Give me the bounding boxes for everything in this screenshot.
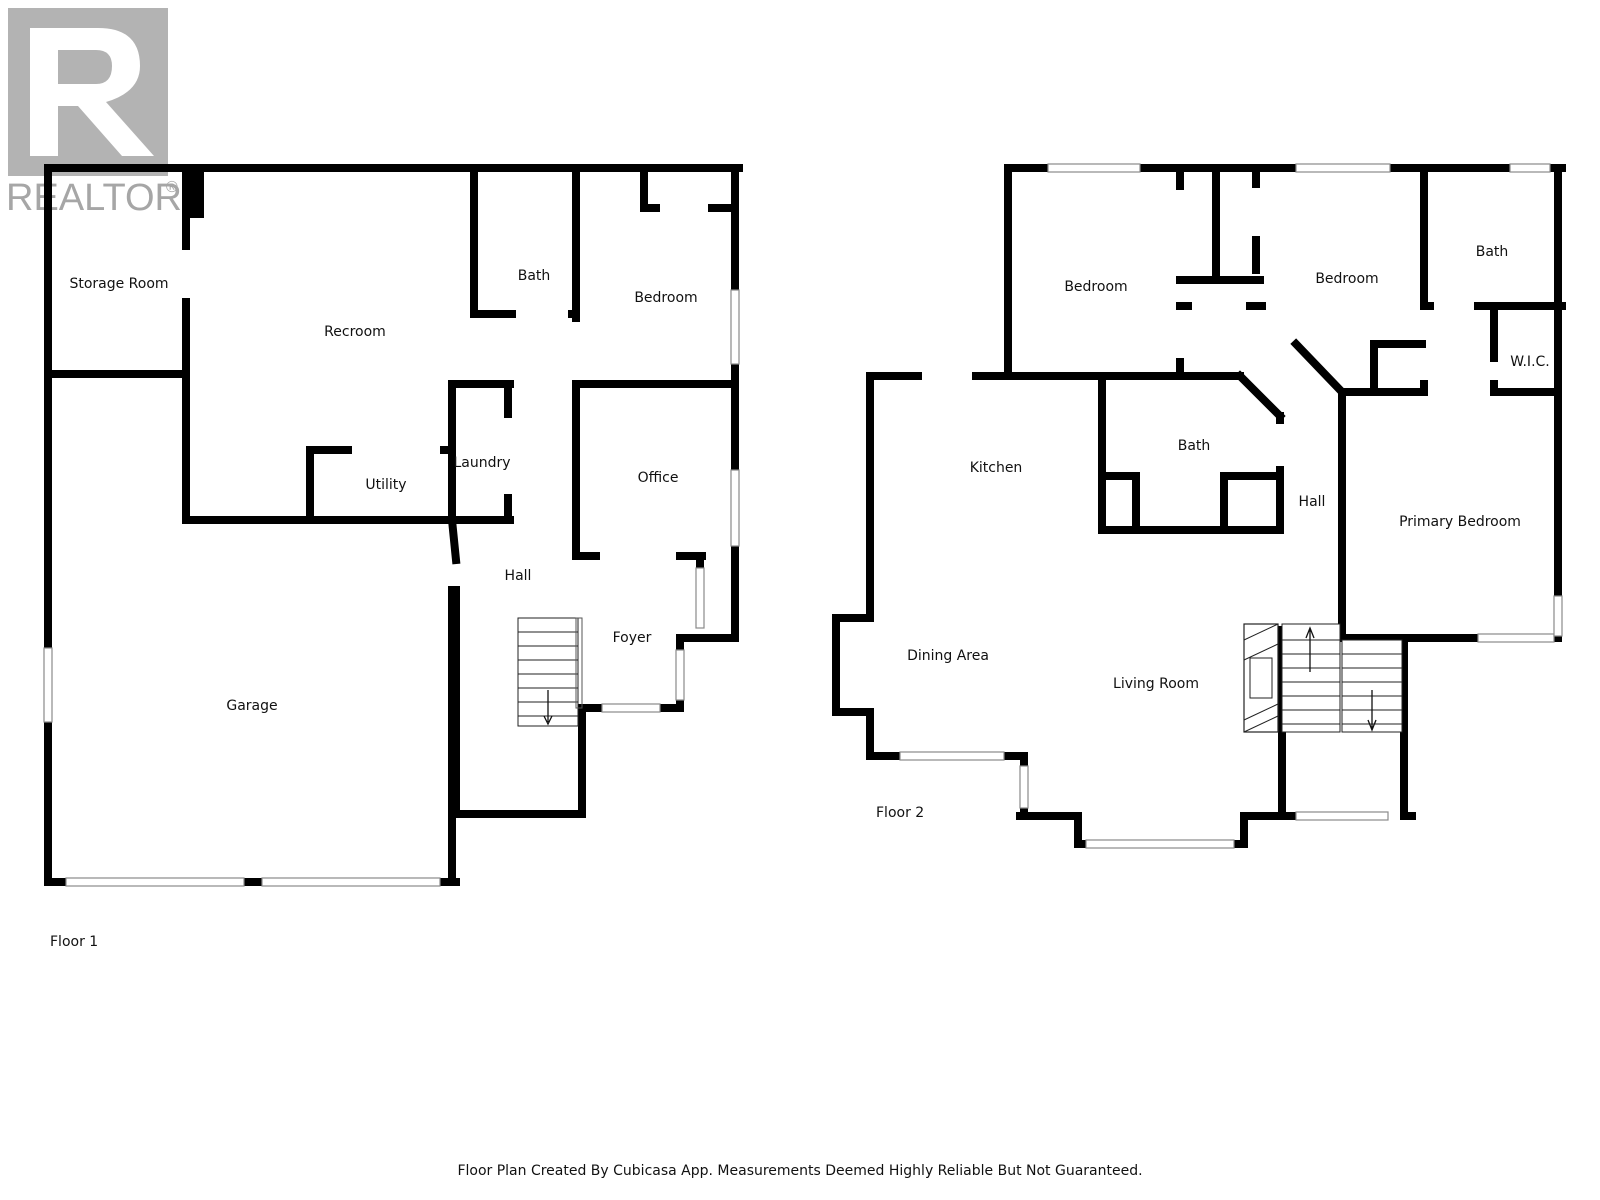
- floor-2-walls: [832, 164, 1566, 848]
- bath-top-window: [1509, 163, 1551, 173]
- room-office: Office: [638, 470, 679, 486]
- room-hall: Hall: [505, 568, 532, 584]
- room-bedroom: Bedroom: [634, 290, 697, 306]
- floor-2-fireplace: [1243, 623, 1279, 733]
- office-window: [730, 469, 740, 547]
- floor-2-windows: [899, 163, 1563, 849]
- stair-down-arrow-icon: [543, 690, 553, 726]
- floor-2-stairs: [1281, 623, 1403, 733]
- floor-1-walls: [44, 164, 743, 886]
- realtor-logo-text: REALTOR: [6, 177, 182, 219]
- registered-mark: ®: [166, 179, 178, 196]
- room-dining-area: Dining Area: [907, 648, 989, 664]
- room-kitchen: Kitchen: [970, 460, 1023, 476]
- room-laundry: Laundry: [453, 455, 510, 471]
- floor-1-label: Floor 1: [50, 934, 98, 950]
- realtor-logo: REALTOR ®: [6, 8, 182, 219]
- floor-1-stairs: [517, 617, 583, 727]
- room-garage: Garage: [226, 698, 277, 714]
- room-recroom: Recroom: [324, 324, 386, 340]
- front-door: [601, 703, 661, 713]
- bedroom-left-window: [1047, 163, 1141, 173]
- room-wic: W.I.C.: [1510, 354, 1550, 370]
- room-storage-room: Storage Room: [69, 276, 168, 292]
- bedroom-window: [730, 289, 740, 365]
- foyer-window: [675, 649, 685, 701]
- room-bath-center: Bath: [1178, 438, 1211, 454]
- room-utility: Utility: [365, 477, 406, 493]
- room-bath-top: Bath: [1476, 244, 1509, 260]
- floor-1-plan: Storage Room Recroom Bath Bedroom Utilit…: [43, 164, 743, 950]
- room-primary-bedroom: Primary Bedroom: [1399, 514, 1521, 530]
- room-bath: Bath: [518, 268, 551, 284]
- room-hall: Hall: [1299, 494, 1326, 510]
- garage-door-left: [65, 877, 245, 887]
- stair-window: [1295, 811, 1389, 821]
- floor-1-windows: [43, 289, 740, 887]
- footer-disclaimer: Floor Plan Created By Cubicasa App. Meas…: [457, 1163, 1142, 1179]
- living-side-window: [1019, 765, 1029, 809]
- floor-2-label: Floor 2: [876, 805, 924, 821]
- primary-bedroom-side-window: [1553, 595, 1563, 637]
- stair-down-arrow-icon: [1367, 690, 1377, 732]
- room-living-room: Living Room: [1113, 676, 1199, 692]
- floor-2-plan: Bedroom Bedroom Bath W.I.C. Kitchen Bath…: [832, 163, 1566, 849]
- living-bay-window: [1085, 839, 1235, 849]
- garage-window: [43, 647, 53, 723]
- room-foyer: Foyer: [613, 630, 652, 646]
- realtor-r-logo-icon: [8, 8, 168, 176]
- bedroom-mid-window: [1295, 163, 1391, 173]
- garage-door-right: [261, 877, 441, 887]
- dining-window: [899, 751, 1005, 761]
- room-bedroom-left: Bedroom: [1064, 279, 1127, 295]
- stair-up-arrow-icon: [1305, 626, 1315, 672]
- room-bedroom-mid: Bedroom: [1315, 271, 1378, 287]
- foyer-side-window: [695, 567, 705, 629]
- primary-bedroom-window: [1477, 633, 1555, 643]
